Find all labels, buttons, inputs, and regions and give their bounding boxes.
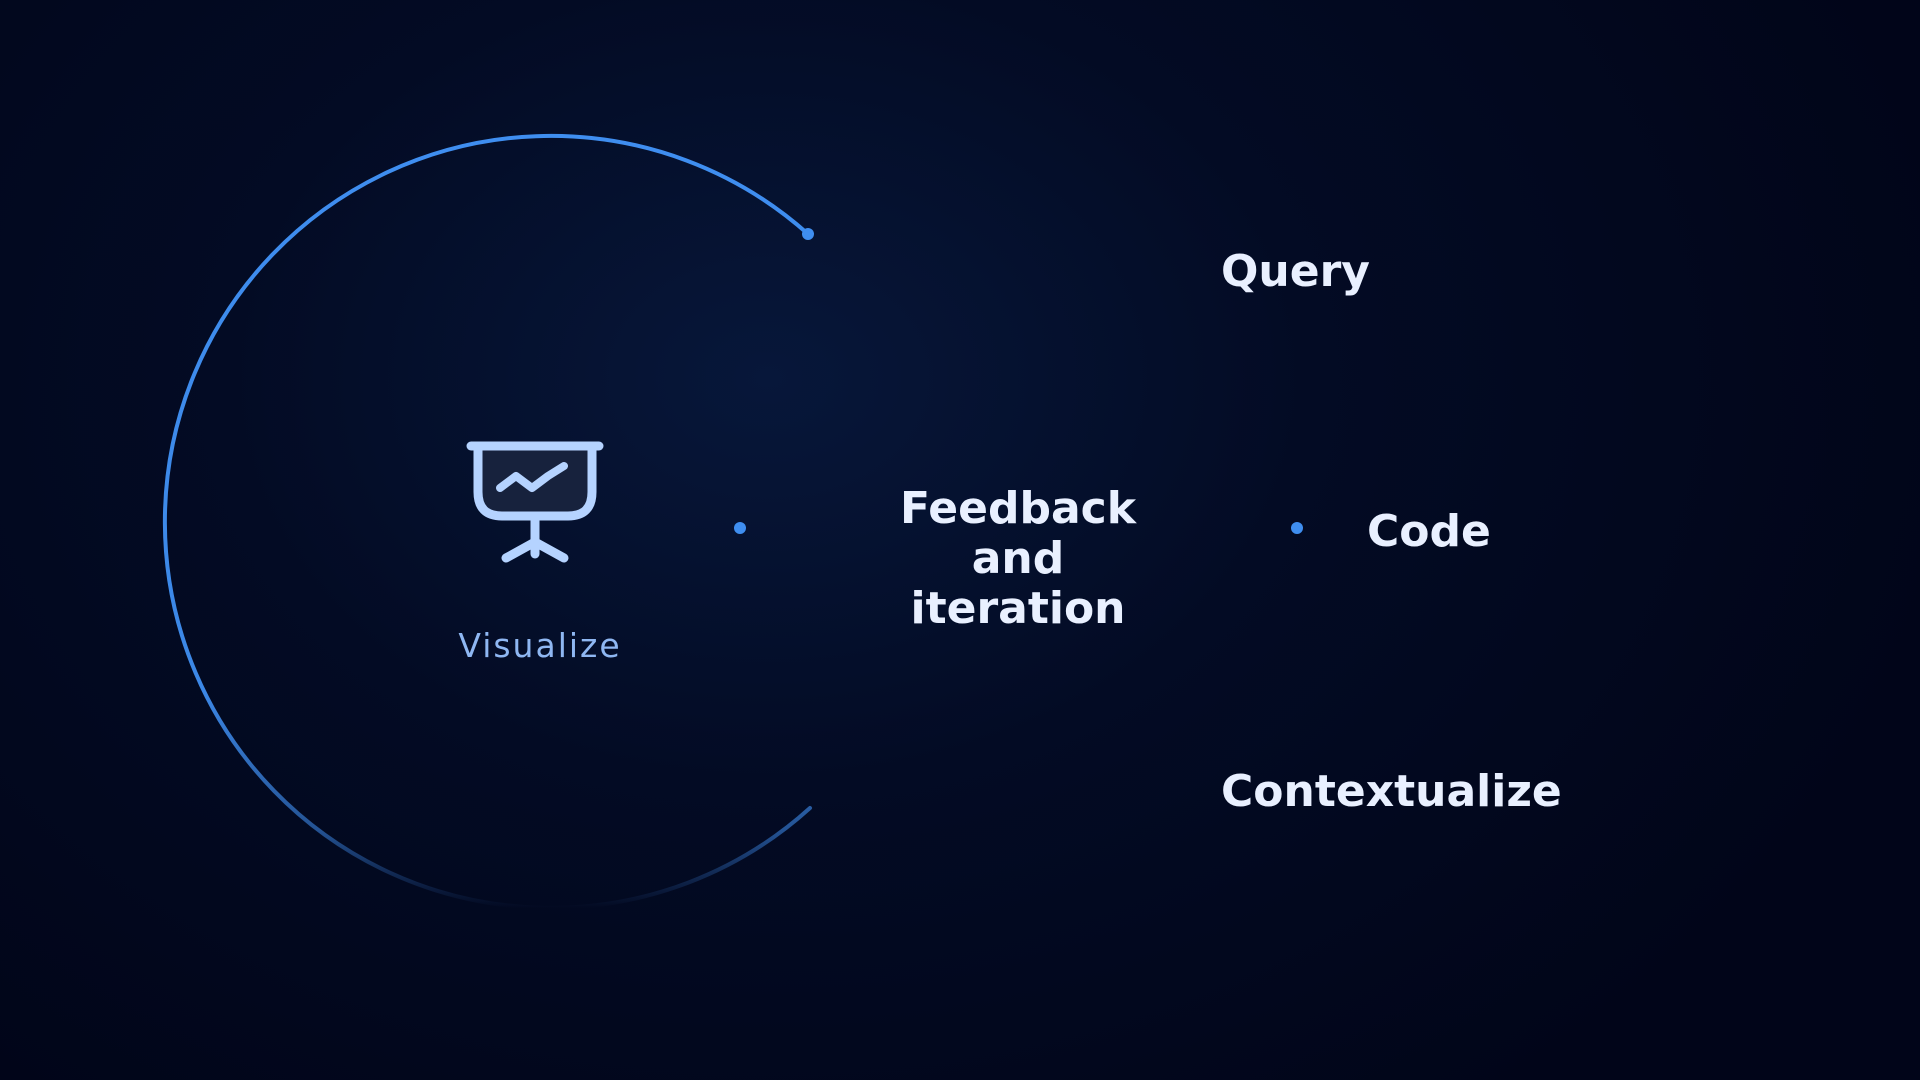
connector-endpoint-left <box>734 522 746 534</box>
feedback-label-line2: iteration <box>910 583 1126 634</box>
presentation-chart-icon <box>465 440 615 590</box>
visualize-label: Visualize <box>458 626 622 665</box>
node-query-label: Query <box>1221 246 1370 297</box>
node-code-label: Code <box>1367 506 1491 557</box>
node-contextualize-label: Contextualize <box>1221 766 1562 817</box>
feedback-label-line1: Feedback and <box>900 483 1136 584</box>
loop-arc <box>162 133 812 910</box>
feedback-iteration-label: Feedback and iteration <box>850 484 1186 634</box>
loop-arc-endpoint <box>802 228 814 240</box>
connector-endpoint-right <box>1291 522 1303 534</box>
